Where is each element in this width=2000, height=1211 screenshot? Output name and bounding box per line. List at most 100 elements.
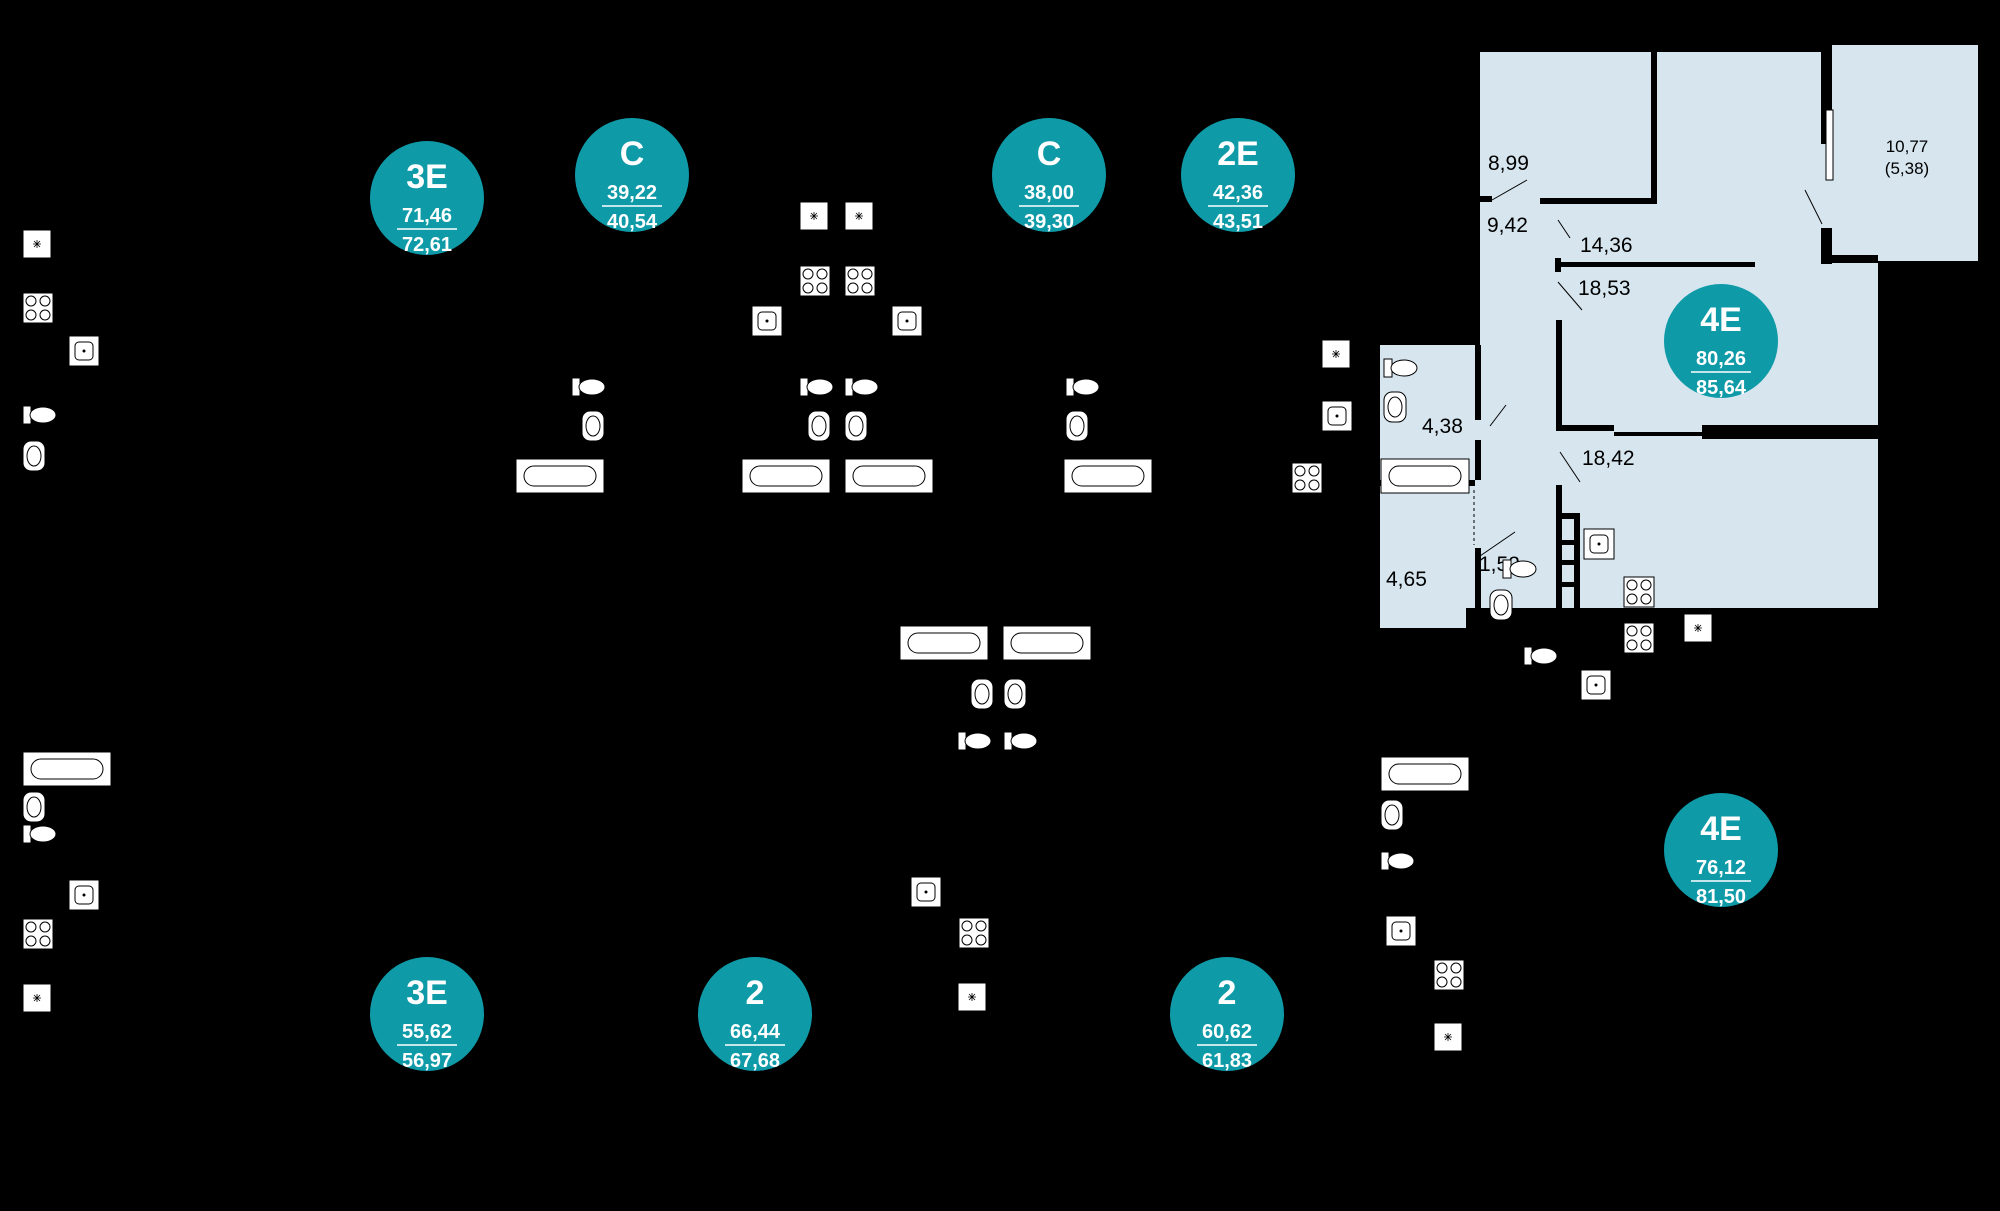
apartment-type: C <box>1037 135 1062 173</box>
sink-icon <box>22 440 46 472</box>
badge-circle <box>1170 957 1284 1071</box>
sink-icon <box>581 410 605 442</box>
fridge-icon <box>22 983 52 1013</box>
fridge-icon <box>1433 1022 1463 1052</box>
room-area-label: 18,42 <box>1582 447 1635 470</box>
badge-circle <box>370 141 484 255</box>
living-area: 42,36 <box>1213 182 1263 204</box>
apartment-badge[interactable]: 2 60,62 61,83 <box>1170 957 1284 1072</box>
stove-icon <box>1623 622 1655 654</box>
stove-icon <box>1623 576 1655 608</box>
fridge-icon <box>957 982 987 1012</box>
kitchen-sink-icon <box>1385 915 1417 947</box>
stove-icon <box>22 918 54 950</box>
apartment-badge[interactable]: 4E 80,26 85,64 <box>1664 284 1778 399</box>
apartment-type: C <box>620 135 645 173</box>
apartment-badge[interactable]: 4E 76,12 81,50 <box>1664 793 1778 908</box>
sink-icon <box>1380 799 1404 831</box>
toilet-icon <box>571 377 606 397</box>
sink-icon <box>1489 589 1513 621</box>
toilet-icon <box>22 405 57 425</box>
apartment-type: 4E <box>1700 810 1742 848</box>
kitchen-sink-icon <box>68 335 100 367</box>
sink-icon <box>1383 391 1407 423</box>
apartment-type: 2 <box>1218 974 1237 1012</box>
kitchen-sink-icon <box>1583 528 1615 560</box>
bathtub-icon <box>741 458 831 494</box>
living-area: 66,44 <box>730 1021 781 1043</box>
total-area: 81,50 <box>1696 886 1746 908</box>
apartment-badge[interactable]: 2 66,44 67,68 <box>698 957 812 1072</box>
sink-icon <box>844 410 868 442</box>
leader-lines <box>1473 179 1823 557</box>
living-area: 60,62 <box>1202 1021 1252 1043</box>
total-area: 67,68 <box>730 1050 780 1072</box>
stove-icon <box>22 292 54 324</box>
balcony-floor <box>1832 45 1978 261</box>
toilet-icon <box>844 377 879 397</box>
toilet-icon <box>1003 731 1038 751</box>
total-area: 56,97 <box>402 1050 452 1072</box>
fridge-icon <box>22 229 52 259</box>
living-area: 38,00 <box>1024 182 1074 204</box>
toilet-icon <box>1523 646 1558 666</box>
living-area: 80,26 <box>1696 348 1746 370</box>
living-area: 39,22 <box>607 182 657 204</box>
apartment-badges: 3E71,4672,61C39,2240,54C38,0039,302E42,3… <box>370 118 1778 1072</box>
badge-circle <box>698 957 812 1071</box>
bathtub-icon <box>1380 458 1470 494</box>
total-area: 85,64 <box>1696 377 1747 399</box>
total-area: 43,51 <box>1213 211 1263 233</box>
stove-icon <box>1291 462 1323 494</box>
apartment-type: 3E <box>406 974 448 1012</box>
fridge-icon <box>844 201 874 231</box>
stove-icon <box>844 265 876 297</box>
total-area: 39,30 <box>1024 211 1074 233</box>
total-area: 40,54 <box>607 211 658 233</box>
badge-circle <box>1664 793 1778 907</box>
room-area-label: 8,99 <box>1488 152 1529 175</box>
toilet-icon <box>957 731 992 751</box>
total-area: 72,61 <box>402 234 452 256</box>
apartment-floor <box>1380 52 1878 628</box>
bathtub-icon <box>515 458 605 494</box>
toilet-icon <box>1380 851 1415 871</box>
apartment-badge[interactable]: C 39,22 40,54 <box>575 118 689 233</box>
fridge-icon <box>1321 339 1351 369</box>
living-area: 76,12 <box>1696 857 1746 879</box>
toilet-icon <box>22 824 57 844</box>
bathtub-icon <box>1063 458 1153 494</box>
stove-icon <box>958 917 990 949</box>
toilet-icon <box>799 377 834 397</box>
apartment-badge[interactable]: 3E 55,62 56,97 <box>370 957 484 1072</box>
toilet-icon <box>1065 377 1100 397</box>
room-area-label: 9,42 <box>1487 214 1528 237</box>
living-area: 55,62 <box>402 1021 452 1043</box>
stove-icon <box>799 265 831 297</box>
kitchen-sink-icon <box>910 876 942 908</box>
badge-circle <box>370 957 484 1071</box>
apartment-badge[interactable]: C 38,00 39,30 <box>992 118 1106 233</box>
toilet-icon <box>1502 559 1537 579</box>
sink-icon <box>1003 678 1027 710</box>
total-area: 61,83 <box>1202 1050 1252 1072</box>
bathtub-icon <box>1002 625 1092 661</box>
badge-circle <box>575 118 689 232</box>
stove-icon <box>1433 959 1465 991</box>
fridge-icon <box>1683 613 1713 643</box>
fixtures <box>22 201 1713 1052</box>
toilet-icon <box>1383 358 1418 378</box>
bathtub-icon <box>1380 756 1470 792</box>
badge-circle <box>1181 118 1295 232</box>
kitchen-sink-icon <box>1580 669 1612 701</box>
room-area-label: 18,53 <box>1578 277 1631 300</box>
balcony-area-label: 10,77 <box>1886 137 1929 156</box>
sink-icon <box>807 410 831 442</box>
kitchen-sink-icon <box>68 879 100 911</box>
apartment-type: 4E <box>1700 301 1742 339</box>
apartment-type: 2 <box>746 974 765 1012</box>
bathtub-icon <box>899 625 989 661</box>
